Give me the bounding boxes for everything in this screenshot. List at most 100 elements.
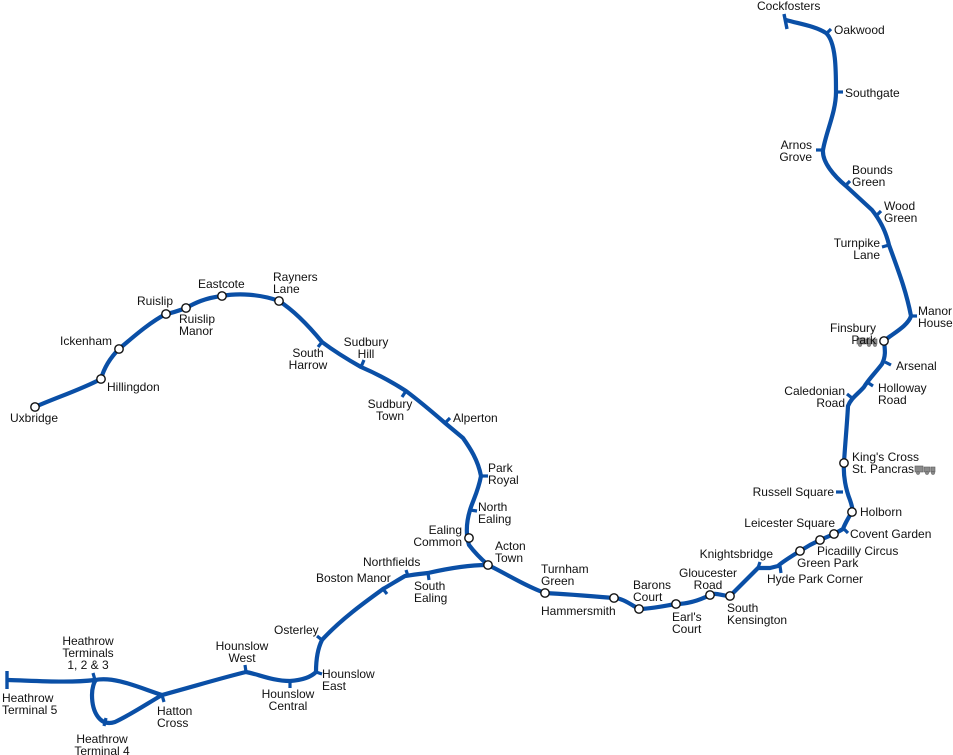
label-hillingdon[interactable]: Hillingdon [107,380,160,394]
label-eastcote[interactable]: Eastcote [198,277,245,291]
label-leicester-square[interactable]: Leicester Square [744,516,835,530]
label-line: Terminal 5 [2,703,58,717]
label-line: Common [413,535,462,549]
label-line: Lane [853,248,880,262]
label-line: Bounds [852,163,893,177]
label-piccadilly-circus[interactable]: Picadilly Circus [817,544,898,558]
station-ticks [91,27,917,727]
label-ruislip[interactable]: Ruislip [137,294,173,308]
label-boston-manor[interactable]: Boston Manor [316,571,391,585]
label-line: Acton [495,539,526,553]
label-line: Holborn [860,505,902,519]
label-line: Hatton [157,704,192,718]
label-line: Turnham [541,562,589,576]
label-alperton[interactable]: Alperton [453,411,498,425]
interchange-ruislip [161,309,171,319]
label-line: Turnpike [834,236,881,250]
label-line: Lane [273,282,300,296]
label-line: Alperton [453,411,498,425]
tick-knightsbridge [756,561,762,569]
label-line: Road [694,578,723,592]
national-rail-train-icon [914,465,936,475]
label-line: Harrow [289,358,328,372]
label-cockfosters[interactable]: Cockfosters [757,0,820,13]
terminus-bars [5,13,789,689]
interchange-stations [30,291,889,614]
interchange-hammersmith [609,593,619,603]
label-hammersmith[interactable]: Hammersmith [541,604,616,618]
label-line: Cross [157,716,188,730]
label-line: Leicester Square [744,516,835,530]
label-osterley[interactable]: Osterley [274,623,319,637]
label-line: Earl's [672,610,702,624]
tick-north-ealing [469,508,478,513]
label-line: Ruislip [137,294,173,308]
label-hyde-park-corner[interactable]: Hyde Park Corner [767,572,863,586]
label-line: Court [672,622,702,636]
label-uxbridge[interactable]: Uxbridge [10,411,58,425]
interchange-eastcote [217,291,227,301]
label-line: Heathrow [76,732,128,746]
label-line: East [322,679,347,693]
label-line: Northfields [363,555,420,569]
tick-oakwood [824,27,833,36]
tick-osterley [316,634,323,642]
label-line: Terminals [62,646,113,660]
label-line: Arsenal [896,359,937,373]
label-northfields[interactable]: Northfields [363,555,420,569]
label-green-park[interactable]: Green Park [797,556,859,570]
label-line: Boston Manor [316,571,391,585]
label-line: Ruislip [179,312,215,326]
label-southgate[interactable]: Southgate [845,86,900,100]
label-line: Ealing [414,591,447,605]
label-oakwood[interactable]: Oakwood [834,23,885,37]
tick-northfields [404,569,410,577]
label-holborn[interactable]: Holborn [860,505,902,519]
tick-holloway-road [866,380,874,388]
label-arsenal[interactable]: Arsenal [896,359,937,373]
label-line: Russell Square [753,485,835,499]
label-knightsbridge[interactable]: Knightsbridge [700,547,774,561]
label-line: North [478,500,507,514]
national-rail-train-icon [856,337,878,347]
label-ickenham[interactable]: Ickenham [60,334,112,348]
label-covent-garden[interactable]: Covent Garden [850,527,931,541]
label-russell-square[interactable]: Russell Square [753,485,835,499]
label-line: Grove [779,150,812,164]
tick-sudbury-town [400,390,408,398]
label-line: King's Cross [852,450,919,464]
label-line: Uxbridge [10,411,58,425]
